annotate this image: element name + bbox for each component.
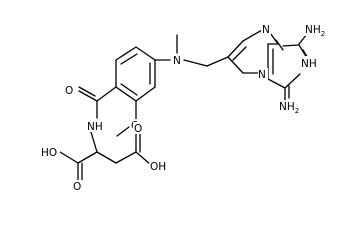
structure-canvas: N NH2 NH N NH2 N O NH O HO O O O <box>40 23 334 193</box>
atom-label-nh-amide: NH <box>87 121 103 133</box>
atom-label-n-mid: N <box>258 69 266 81</box>
chemical-structure: N NH2 NH N NH2 N O NH O HO O O O <box>40 23 334 193</box>
bonds <box>59 29 310 181</box>
atom-label-n-methyl: N <box>173 55 181 67</box>
atom-labels: N NH2 NH N NH2 N O NH O HO O O O <box>40 23 334 193</box>
atom-label-n-top: N <box>262 24 270 36</box>
atom-label-nh2-top: NH2 <box>305 24 325 38</box>
atom-label-nh-ring: NH <box>301 58 317 70</box>
atom-label-o-acid2: O <box>134 123 142 135</box>
atom-label-nh2-bottom: NH2 <box>279 101 299 115</box>
atom-label-oh-acid: OH <box>150 161 166 173</box>
atom-label-o-amide: O <box>65 85 73 97</box>
atom-label-ho-acid: HO <box>41 147 57 159</box>
atom-label-o-acid1: O <box>73 181 81 193</box>
